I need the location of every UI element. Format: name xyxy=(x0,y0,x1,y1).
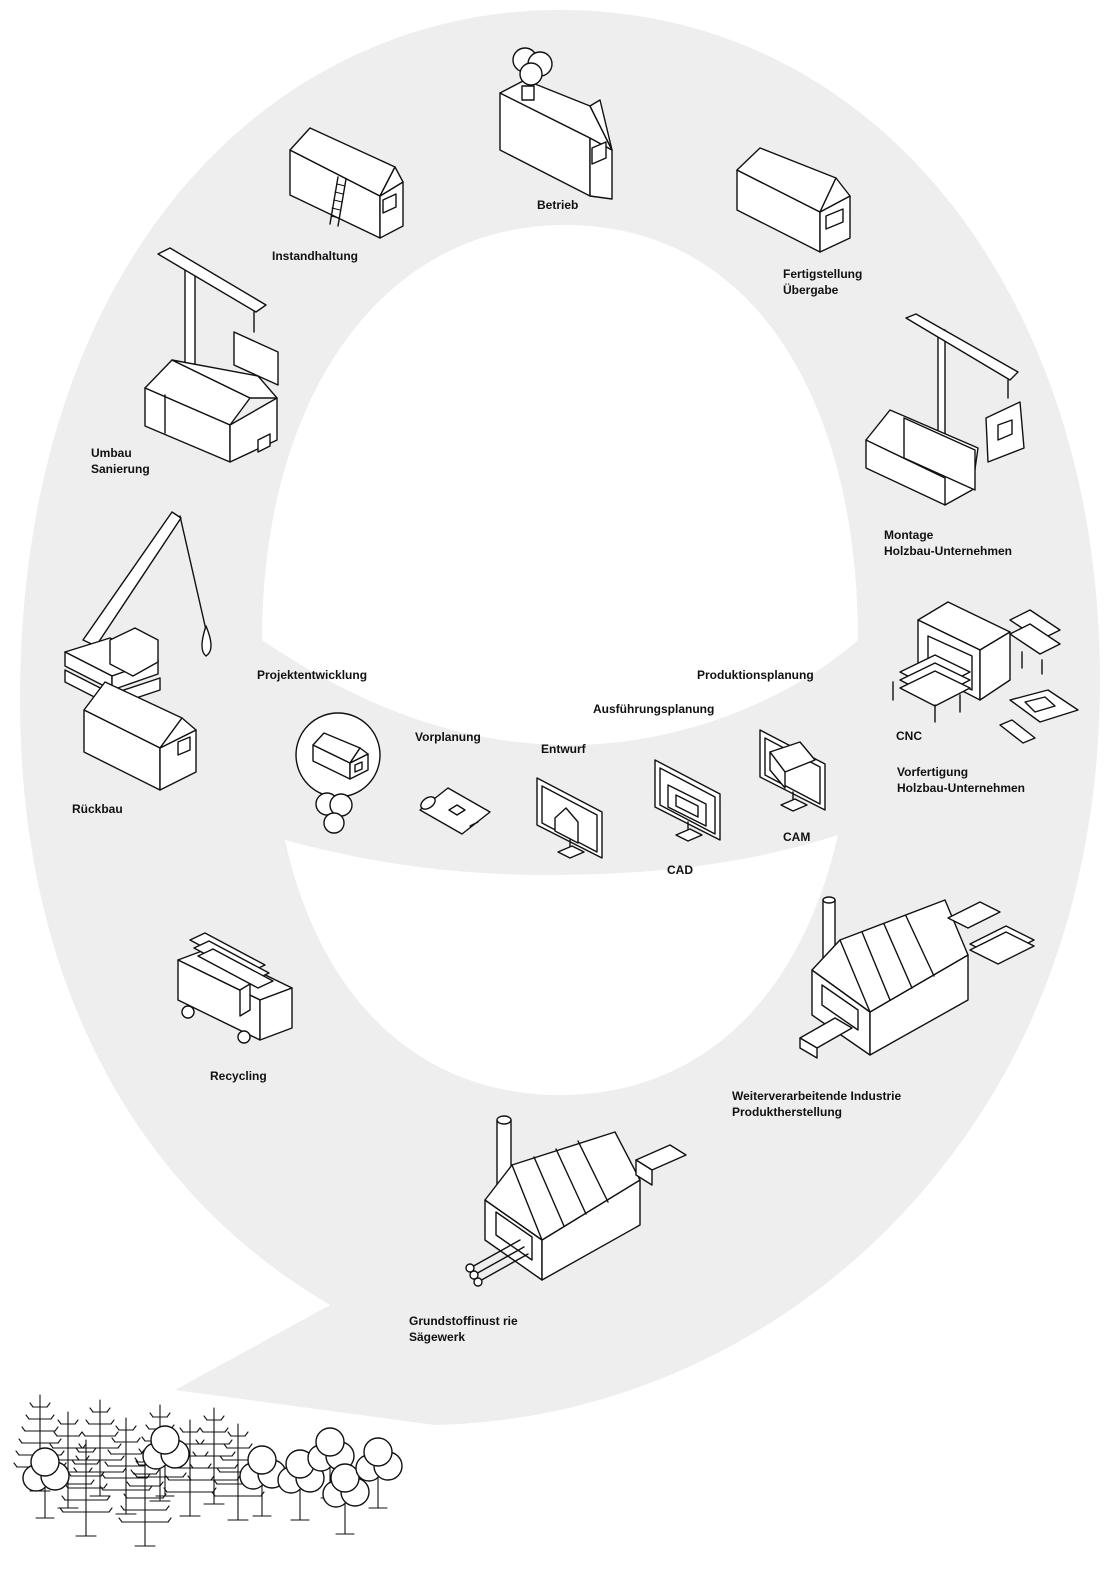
label-vorfertigung: Vorfertigung Holzbau-Unternehmen xyxy=(897,764,1025,796)
label-cam: CAM xyxy=(783,830,811,844)
label-montage: Montage Holzbau-Unternehmen xyxy=(884,527,1012,559)
label-weiterverarbeitende: Weiterverarbeitende Industrie Produkther… xyxy=(732,1088,901,1120)
label-rueckbau: Rückbau xyxy=(72,802,123,816)
label-instandhaltung: Instandhaltung xyxy=(272,249,358,263)
house-icon xyxy=(736,147,851,253)
label-vorfertigung-line1: Vorfertigung xyxy=(897,765,969,779)
factory-icon xyxy=(799,896,1035,1059)
life-cycle-loop xyxy=(20,10,1100,1425)
house-smoke-icon xyxy=(499,47,613,200)
label-fertigstellung-line1: Fertigstellung xyxy=(783,267,863,281)
crane-walls-icon xyxy=(865,313,1025,506)
label-fertigstellung: Fertigstellung Übergabe xyxy=(783,266,862,298)
label-entwurf: Entwurf xyxy=(541,742,586,756)
label-vorplanung: Vorplanung xyxy=(415,730,481,744)
label-ausfuehrungsplanung: Ausführungsplanung xyxy=(593,702,715,716)
plan-roll-icon xyxy=(419,787,491,835)
recycling-machine-icon xyxy=(177,932,293,1044)
forest-icon xyxy=(13,1394,403,1547)
label-cnc: CNC xyxy=(896,729,922,743)
label-montage-line2: Holzbau-Unternehmen xyxy=(884,544,1013,558)
house-ladder-icon xyxy=(289,127,404,239)
monitor-cam-icon xyxy=(759,729,826,812)
sawmill-icon xyxy=(465,1115,687,1287)
label-vorfertigung-line2: Holzbau-Unternehmen xyxy=(897,781,1026,795)
label-fertigstellung-line2: Übergabe xyxy=(783,283,839,297)
label-cad: CAD xyxy=(667,863,693,877)
label-umbau-line1: Umbau xyxy=(91,446,132,460)
idea-house-icon xyxy=(295,712,381,834)
monitor-house-icon xyxy=(536,777,603,859)
label-recycling: Recycling xyxy=(210,1069,267,1083)
label-montage-line1: Montage xyxy=(884,528,934,542)
label-weiterverarbeitende-line2: Produktherstellung xyxy=(732,1105,843,1119)
demolition-crane-icon xyxy=(64,511,212,791)
label-betrieb: Betrieb xyxy=(537,198,579,212)
crane-house-icon xyxy=(144,247,279,463)
label-grundstoff-line2: Sägewerk xyxy=(409,1330,466,1344)
monitor-cad-icon xyxy=(654,759,721,842)
label-grundstoff-line1: Grundstoffinust rie xyxy=(409,1314,518,1328)
label-umbau: Umbau Sanierung xyxy=(91,445,150,477)
cnc-machine-icon xyxy=(892,601,1079,744)
label-weiterverarbeitende-line1: Weiterverarbeitende Industrie xyxy=(732,1089,902,1103)
label-grundstoff: Grundstoffinust rie Sägewerk xyxy=(409,1313,518,1345)
label-projektentwicklung: Projektentwicklung xyxy=(257,668,368,682)
label-produktionsplanung: Produktionsplanung xyxy=(697,668,814,682)
label-umbau-line2: Sanierung xyxy=(91,462,150,476)
